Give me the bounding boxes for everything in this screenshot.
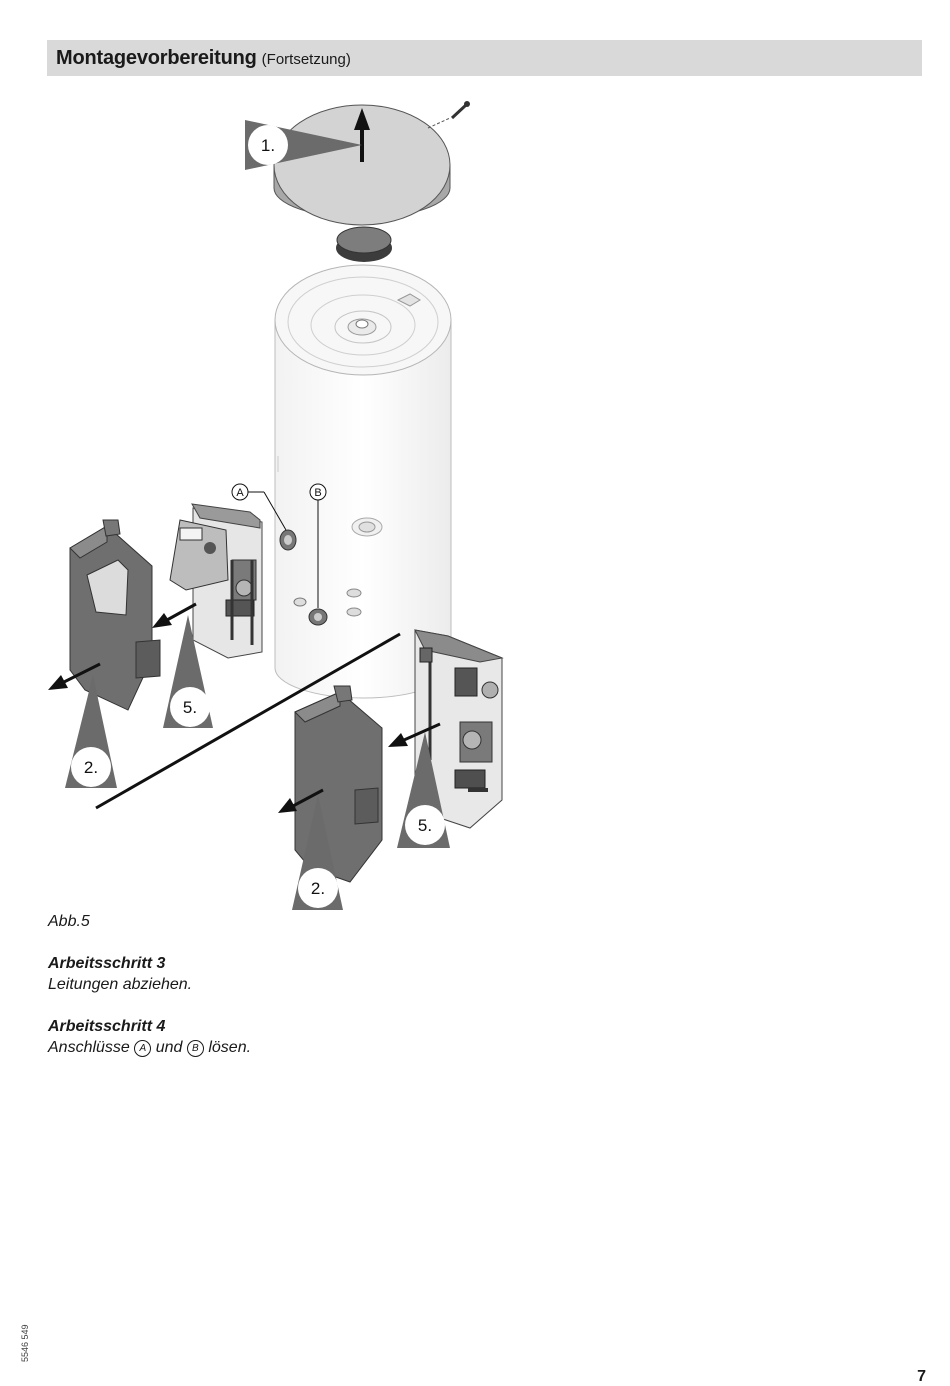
storage-tank: [274, 264, 452, 699]
front-cover-left: [69, 519, 161, 711]
connection-b-symbol: B: [186, 1040, 204, 1057]
work-step-4-text-before: Anschlüsse: [48, 1039, 130, 1056]
work-step-4: Arbeitsschritt 4 Anschlüsse A und B löse…: [48, 1016, 251, 1058]
connection-a: A: [231, 483, 297, 551]
step-callout-5-right: 5.: [397, 732, 450, 848]
connection-a-symbol: A: [134, 1040, 152, 1057]
hydraulic-module-right: [414, 629, 504, 829]
divider-line: [95, 632, 401, 810]
figure-caption: Abb.5: [48, 913, 90, 930]
step-callout-2-left: 2.: [65, 675, 117, 788]
pull-arrow-cover-right-icon: [278, 788, 324, 813]
section-subtitle: (Fortsetzung): [261, 51, 351, 68]
installation-figure: A B: [48, 101, 504, 910]
work-step-4-text-after: lösen.: [208, 1039, 252, 1056]
hydraulic-module-left: [169, 503, 263, 659]
pull-arrow-module-right-icon: [388, 722, 441, 747]
step-callout-2-right-label: 2.: [311, 879, 325, 898]
work-step-3-title: Arbeitsschritt 3: [48, 955, 166, 972]
screw-icon: [427, 101, 470, 129]
connection-b-label: B: [314, 487, 321, 499]
pull-arrow-cover-left-icon: [48, 662, 101, 690]
step-callout-5-right-label: 5.: [418, 816, 432, 835]
pull-arrow-module-left-icon: [152, 602, 197, 628]
step-callout-2-left-label: 2.: [84, 758, 98, 777]
connection-b: B: [293, 483, 328, 626]
step-callout-1-label: 1.: [261, 136, 275, 155]
page-number: 7: [917, 1368, 926, 1385]
insulation-plug: [336, 226, 392, 262]
section-title: Montagevorbereitung: [56, 46, 257, 69]
step-callout-5-left: 5.: [163, 615, 213, 728]
document-number: 5546 549: [20, 1324, 30, 1362]
step-callout-5-left-label: 5.: [183, 698, 197, 717]
step-callout-2-right: 2.: [292, 795, 343, 910]
lid: [273, 104, 451, 226]
work-step-3: Arbeitsschritt 3 Leitungen abziehen.: [48, 953, 192, 995]
work-step-3-text: Leitungen abziehen.: [48, 976, 193, 993]
section-header: Montagevorbereitung (Fortsetzung): [47, 40, 922, 76]
step-callout-1: 1.: [245, 120, 362, 170]
work-step-4-text-mid: und: [155, 1039, 183, 1056]
connection-a-label: A: [236, 487, 244, 499]
work-step-4-title: Arbeitsschritt 4: [48, 1018, 166, 1035]
work-step-4-text: Anschlüsse A und B lösen.: [48, 1037, 251, 1058]
